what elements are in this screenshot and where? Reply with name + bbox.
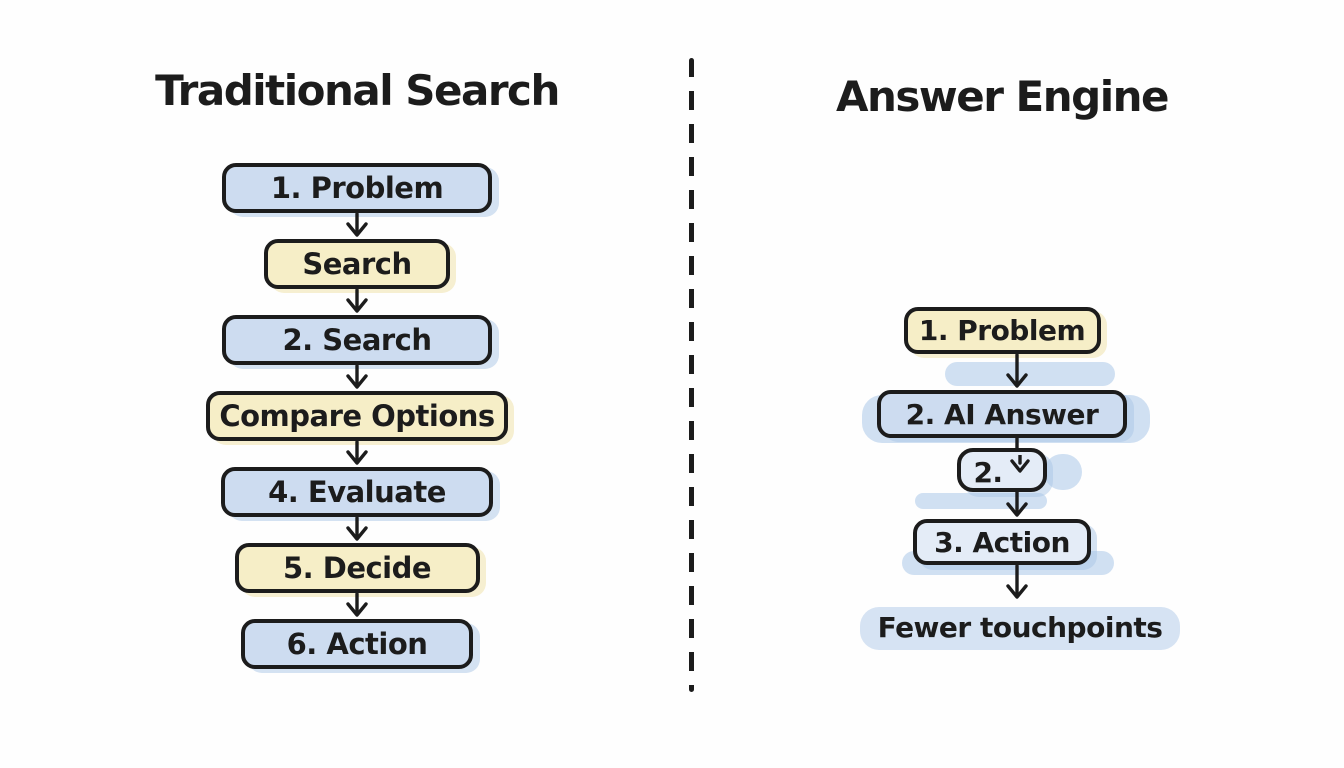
- step-compare-options: Compare Options: [206, 391, 508, 441]
- fewer-touchpoints-caption: Fewer touchpoints: [859, 607, 1181, 650]
- step-2-ai-answer: 2. AI Answer: [877, 390, 1127, 438]
- step-2-search: 2. Search: [222, 315, 492, 365]
- connector-line: [1015, 438, 1019, 448]
- step-6-action: 6. Action: [241, 619, 473, 669]
- traditional-search-title: Traditional Search: [155, 66, 560, 115]
- arrow-down-icon: [346, 213, 368, 237]
- arrow-down-icon: [346, 593, 368, 617]
- step-5-decide: 5. Decide: [234, 543, 480, 593]
- step-4-evaluate: 4. Evaluate: [221, 467, 493, 517]
- arrow-down-icon: [346, 441, 368, 465]
- highlight-blob: [915, 493, 1047, 509]
- arrow-down-icon: [1006, 354, 1028, 388]
- traditional-search-column: 1. Problem Search 2. Search Compare Opti…: [107, 163, 607, 669]
- arrow-down-icon: [346, 365, 368, 389]
- answer-engine-title: Answer Engine: [836, 72, 1169, 121]
- step-1-problem: 1. Problem: [222, 163, 492, 213]
- highlight-blob: [945, 362, 1115, 386]
- divider-dashed-line: [689, 58, 694, 692]
- arrow-down-icon: [346, 289, 368, 313]
- arrow-down-icon: [1006, 565, 1028, 599]
- answer-engine-column: 1. Problem 2. AI Answer 2. 3. Action Few…: [852, 307, 1181, 650]
- step-3-action: 3. Action: [913, 519, 1091, 565]
- arrow-down-icon: [346, 517, 368, 541]
- step-search: Search: [264, 239, 450, 289]
- highlight-blob: [1044, 454, 1082, 490]
- step-2-mini: 2.: [957, 448, 1047, 492]
- mini-step-label: 2.: [973, 455, 1003, 489]
- arrow-down-icon: [1009, 455, 1030, 473]
- step-1-problem: 1. Problem: [903, 307, 1101, 354]
- arrow-down-icon: [1006, 492, 1028, 517]
